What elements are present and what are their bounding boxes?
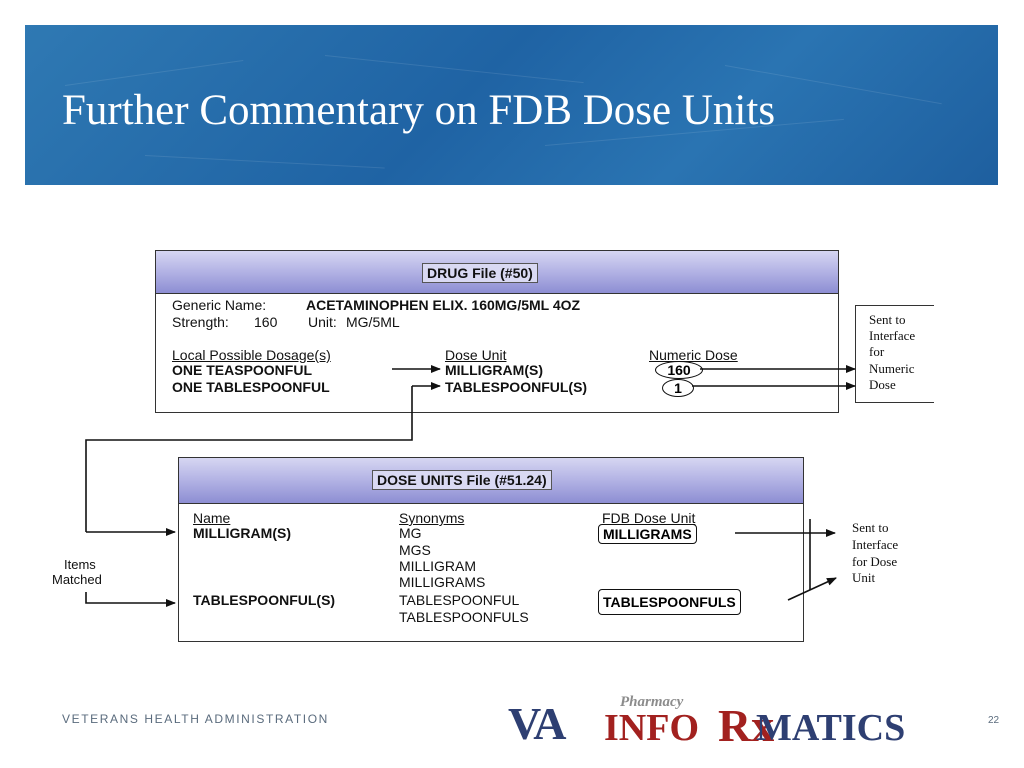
items-matched-line-1: Items [64,557,96,572]
drug-file-header: DRUG File (#50) [156,251,838,294]
dose-unit-note-line-4: Unit [852,570,876,585]
fdb-dose-unit-2: TABLESPOONFULS [598,589,741,615]
synonym-1-2: MGS [399,542,431,558]
col-numeric-dose: Numeric Dose [649,347,738,363]
va-pharmacy-informatics-logo: VA Pharmacy INFO Rx MATICS [508,694,905,752]
dose-unit-note-line-2: Interface [852,537,899,552]
synonym-1-4: MILLIGRAMS [399,574,486,590]
page-number: 22 [988,715,1000,726]
synonym-2-1: TABLESPOONFUL [399,592,520,608]
unit-name-2: TABLESPOONFUL(S) [193,592,336,608]
col-local-dosage: Local Possible Dosage(s) [172,347,331,363]
numeric-note-line-5: Dose [869,377,896,392]
dose-unit-note-line-3: for Dose [852,554,898,569]
logo-infor: INFO [604,707,699,749]
dose-units-header-label: DOSE UNITS File (#51.24) [372,470,552,490]
unit-value: MG/5ML [346,314,400,330]
dose-unit-1: MILLIGRAM(S) [445,362,543,378]
synonym-1-3: MILLIGRAM [399,558,477,574]
numeric-note-line-2: Interface [869,328,916,343]
arrow-fdb-tablespoonfuls [787,577,837,601]
items-matched-line-2: Matched [52,572,102,587]
dose-unit-note-line-1: Sent to [852,520,889,535]
col-dose-unit: Dose Unit [445,347,507,363]
dose-unit-2: TABLESPOONFUL(S) [445,379,588,395]
strength-value: 160 [254,314,278,330]
logo-pharmacy: Pharmacy [620,694,684,710]
generic-name-label: Generic Name: [172,297,267,313]
numeric-note-line-4: Numeric [869,361,915,376]
dose-units-file-box: DOSE UNITS File (#51.24) Name Synonyms F… [178,457,804,642]
drug-file-header-label: DRUG File (#50) [422,263,538,283]
strength-label: Strength: [172,314,229,330]
col-name: Name [193,510,231,526]
logo-rx: Rx [718,700,775,751]
synonym-1-1: MG [399,525,422,541]
col-synonyms: Synonyms [399,510,465,526]
numeric-dose-1: 160 [655,361,703,379]
footer-org: VETERANS HEALTH ADMINISTRATION [62,712,329,726]
numeric-dose-2: 1 [662,379,694,397]
title-banner [25,25,998,185]
logo-matics: MATICS [756,707,906,749]
synonym-2-2: TABLESPOONFULS [399,609,529,625]
loop-lower-branch [85,592,176,607]
numeric-note-line-1: Sent to [869,312,906,327]
col-fdb-dose-unit: FDB Dose Unit [602,510,696,526]
numeric-dose-note-box: Sent to Interface for Numeric Dose [855,305,934,403]
fdb-dose-unit-1: MILLIGRAMS [598,524,697,544]
dose-units-header: DOSE UNITS File (#51.24) [179,458,803,504]
generic-name-value: ACETAMINOPHEN ELIX. 160MG/5ML 4OZ [306,297,581,313]
unit-label: Unit: [308,314,337,330]
unit-name-1: MILLIGRAM(S) [193,525,291,541]
loop-to-dose-units [85,386,413,532]
logo-va: VA [508,698,566,749]
local-dosage-2: ONE TABLESPOONFUL [172,379,330,395]
local-dosage-1: ONE TEASPOONFUL [172,362,313,378]
slide-title: Further Commentary on FDB Dose Units [62,87,776,134]
numeric-note-line-3: for [869,344,885,359]
